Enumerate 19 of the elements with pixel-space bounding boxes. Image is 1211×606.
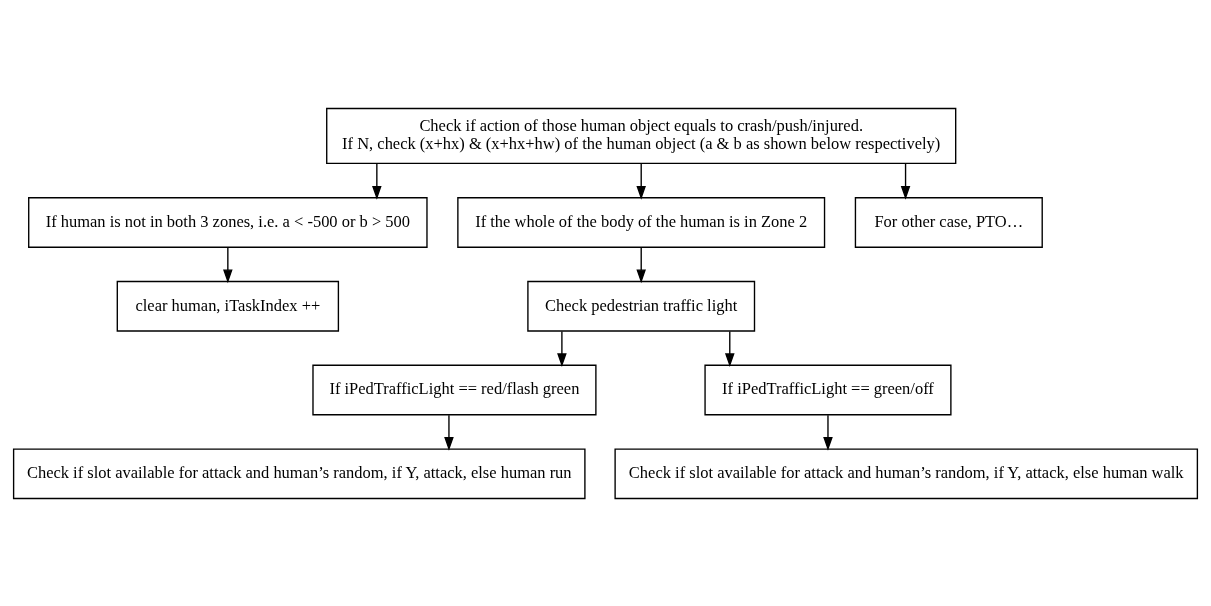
arrow xyxy=(823,413,833,451)
arrow xyxy=(372,162,382,200)
arrow xyxy=(636,162,646,200)
node-box: Check pedestrian traffic light xyxy=(527,280,756,332)
node-box: Check if action of those human object equals to crash/push/injured. If N, check (x+hx) & (x+hx+hw) of the human object (a & b as shown below respectively) xyxy=(326,107,957,164)
arrow xyxy=(557,330,567,367)
arrow xyxy=(724,330,735,367)
node-box: Check if slot available for attack and human’s random, if Y, attack, else human run xyxy=(12,447,586,499)
arrow xyxy=(900,162,911,200)
node-box: If iPedTrafficLight == red/flash green xyxy=(312,364,597,415)
node-box: If human is not in both 3 zones, i.e. a < -500 or b > 500 xyxy=(28,196,428,248)
node-box: For other case, PTO… xyxy=(854,196,1043,248)
node-box: If the whole of the body of the human is in Zone 2 xyxy=(457,196,826,248)
node-box: clear human, iTaskIndex ++ xyxy=(116,280,340,332)
arrow xyxy=(444,413,454,451)
node-box: Check if slot available for attack and human’s random, if Y, attack, else human walk xyxy=(614,447,1199,499)
arrow xyxy=(636,246,646,283)
arrow xyxy=(223,246,233,283)
node-box: If iPedTrafficLight == green/off xyxy=(704,364,952,415)
